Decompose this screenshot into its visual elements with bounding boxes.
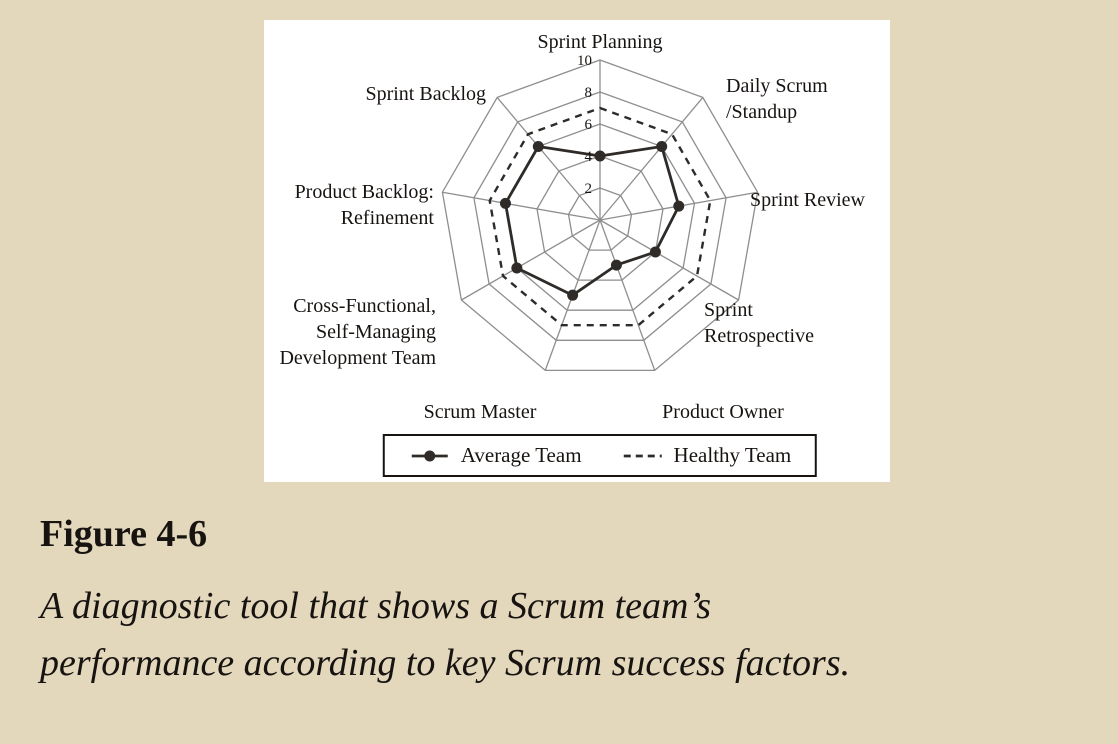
series-marker <box>649 246 661 258</box>
grid-ring <box>473 91 727 341</box>
solid-line-with-dot-icon <box>411 450 448 461</box>
axis-label: Sprint Review <box>750 189 866 211</box>
series-marker <box>511 262 523 274</box>
grid-ring <box>536 155 664 281</box>
axis-label: Daily Scrum/Standup <box>726 75 828 123</box>
tick-label: 8 <box>585 85 593 101</box>
figure-caption-block: Figure 4-6 A diagnostic tool that shows … <box>40 512 1088 692</box>
series-marker <box>656 140 668 152</box>
axis-label: Sprint Planning <box>537 31 662 53</box>
series-solid-dot <box>504 145 681 297</box>
axis-label: Scrum Master <box>424 401 537 423</box>
figure-caption-line-2: performance according to key Scrum succe… <box>40 642 851 684</box>
tick-label: 10 <box>577 53 592 69</box>
legend-label-average-team: Average Team <box>460 443 582 467</box>
tick-label: 4 <box>585 149 593 165</box>
grid-spoke <box>599 219 656 371</box>
axis-label: Sprint Backlog <box>365 83 486 105</box>
grid-ring <box>441 59 759 372</box>
axis-label: Product Owner <box>662 401 784 423</box>
series-marker <box>594 150 606 162</box>
grid-ring <box>567 187 633 251</box>
tick-label: 6 <box>585 117 593 133</box>
grid-spoke <box>461 219 601 301</box>
grid-spoke <box>496 97 601 221</box>
series-marker <box>673 200 685 212</box>
series-marker <box>499 197 511 209</box>
series-marker <box>532 140 544 152</box>
figure-caption-line-1: A diagnostic tool that shows a Scrum tea… <box>40 585 712 627</box>
tick-label: 2 <box>585 181 593 197</box>
chart-legend: Average Team Healthy Team <box>382 434 818 477</box>
legend-item-healthy-team: Healthy Team <box>622 443 792 468</box>
grid-spoke <box>599 97 704 221</box>
legend-item-average-team: Average Team <box>409 443 582 468</box>
figure-label: Figure 4-6 <box>40 513 208 555</box>
dashed-line-icon <box>623 454 662 457</box>
series-marker <box>567 289 579 301</box>
series-dashed <box>488 106 712 327</box>
grid-spoke <box>442 191 601 221</box>
axis-label: Product Backlog:Refinement <box>295 181 435 229</box>
legend-label-healthy-team: Healthy Team <box>673 443 792 467</box>
series-marker <box>610 259 622 271</box>
grid-spoke <box>599 219 739 301</box>
